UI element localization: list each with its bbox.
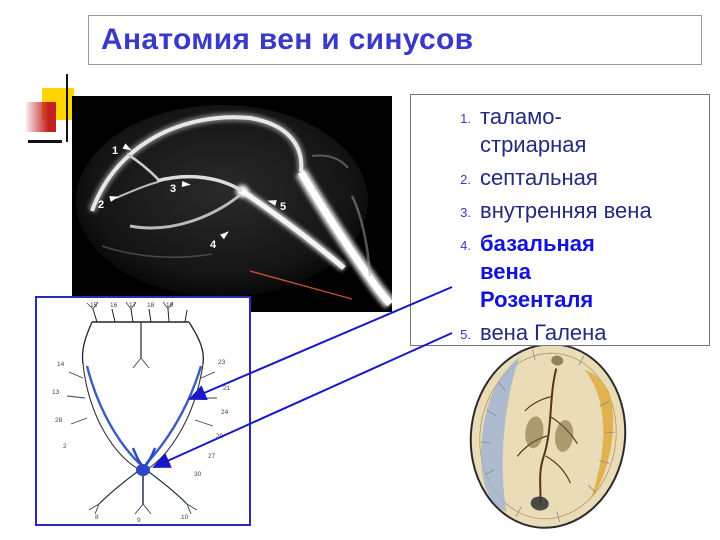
diagram-number-label: 8 <box>95 514 99 521</box>
list-item-label: вена Галена <box>480 320 607 345</box>
diagram-number-label: 9 <box>137 517 141 524</box>
list-item: 5. вена Галена <box>445 319 709 347</box>
decoration-vertical-line <box>66 74 68 142</box>
diagram-number-label: 21 <box>223 385 231 392</box>
title-box: Анатомия вен и синусов <box>88 15 702 65</box>
angiogram-label-1: 1 <box>112 145 118 157</box>
diagram-number-label: 10 <box>181 514 189 521</box>
diagram-number-label: 23 <box>218 359 226 366</box>
angiogram-label-3: 3 <box>170 183 176 195</box>
diagram-number-label: 24 <box>221 409 229 416</box>
vein-scheme-diagram: 15 16 17 18 19 23 21 24 20 27 30 14 13 2… <box>35 296 251 526</box>
list-item-highlighted: 4. базальная вена Розенталя <box>445 230 709 314</box>
list-item-label: внутренняя вена <box>480 198 652 223</box>
list-item-number: 3. <box>460 205 471 220</box>
list-item-label: таламо-стриарная <box>480 104 587 157</box>
diagram-number-label: 18 <box>147 302 155 309</box>
list-item: 3. внутренняя вена <box>445 197 709 225</box>
angiogram-label-4: 4 <box>210 239 217 251</box>
angiogram-label-5: 5 <box>280 201 286 213</box>
decoration-red-square <box>26 102 56 132</box>
brain-section-graphic <box>469 343 627 529</box>
list-item-number: 5. <box>460 327 471 342</box>
angiogram-arrow-5 <box>267 200 277 206</box>
angiogram-label-2: 2 <box>98 199 104 211</box>
page-title: Анатомия вен и синусов <box>101 23 474 56</box>
angiogram-arrow-4 <box>220 231 229 240</box>
diagram-number-label: 28 <box>55 417 63 424</box>
diagram-number-label: 15 <box>90 302 98 309</box>
vein-scheme-graphic: 15 16 17 18 19 23 21 24 20 27 30 14 13 2… <box>37 298 249 524</box>
diagram-number-label: 13 <box>52 389 60 396</box>
angiogram-arrow-2 <box>109 196 119 202</box>
diagram-number-label: 30 <box>194 471 202 478</box>
list-item: 1. таламо-стриарная <box>445 103 709 159</box>
list-item-number: 4. <box>460 238 471 253</box>
vein-list: 1. таламо-стриарная 2. септальная 3. вну… <box>410 94 710 346</box>
mr-venogram-image: 1 2 3 4 5 <box>72 96 396 312</box>
brain-section-illustration <box>452 338 644 534</box>
list-item-label: септальная <box>480 165 598 190</box>
diagram-number-label: 20 <box>216 433 224 440</box>
angiogram-arrow-1 <box>122 143 132 151</box>
diagram-number-label: 17 <box>129 302 137 309</box>
diagram-number-label: 27 <box>208 453 216 460</box>
diagram-number-label: 14 <box>57 361 65 368</box>
list-item: 2. септальная <box>445 164 709 192</box>
decoration-horizontal-line <box>28 140 62 143</box>
diagram-number-label: 19 <box>166 302 174 309</box>
list-item-number: 1. <box>460 111 471 126</box>
diagram-number-label: 16 <box>110 302 118 309</box>
list-item-label: базальная вена Розенталя <box>480 231 595 312</box>
angiogram-arrow-3 <box>181 181 191 187</box>
list-item-number: 2. <box>460 172 471 187</box>
mr-venogram-graphic: 1 2 3 4 5 <box>72 96 396 312</box>
diagram-number-label: 2 <box>63 443 67 450</box>
